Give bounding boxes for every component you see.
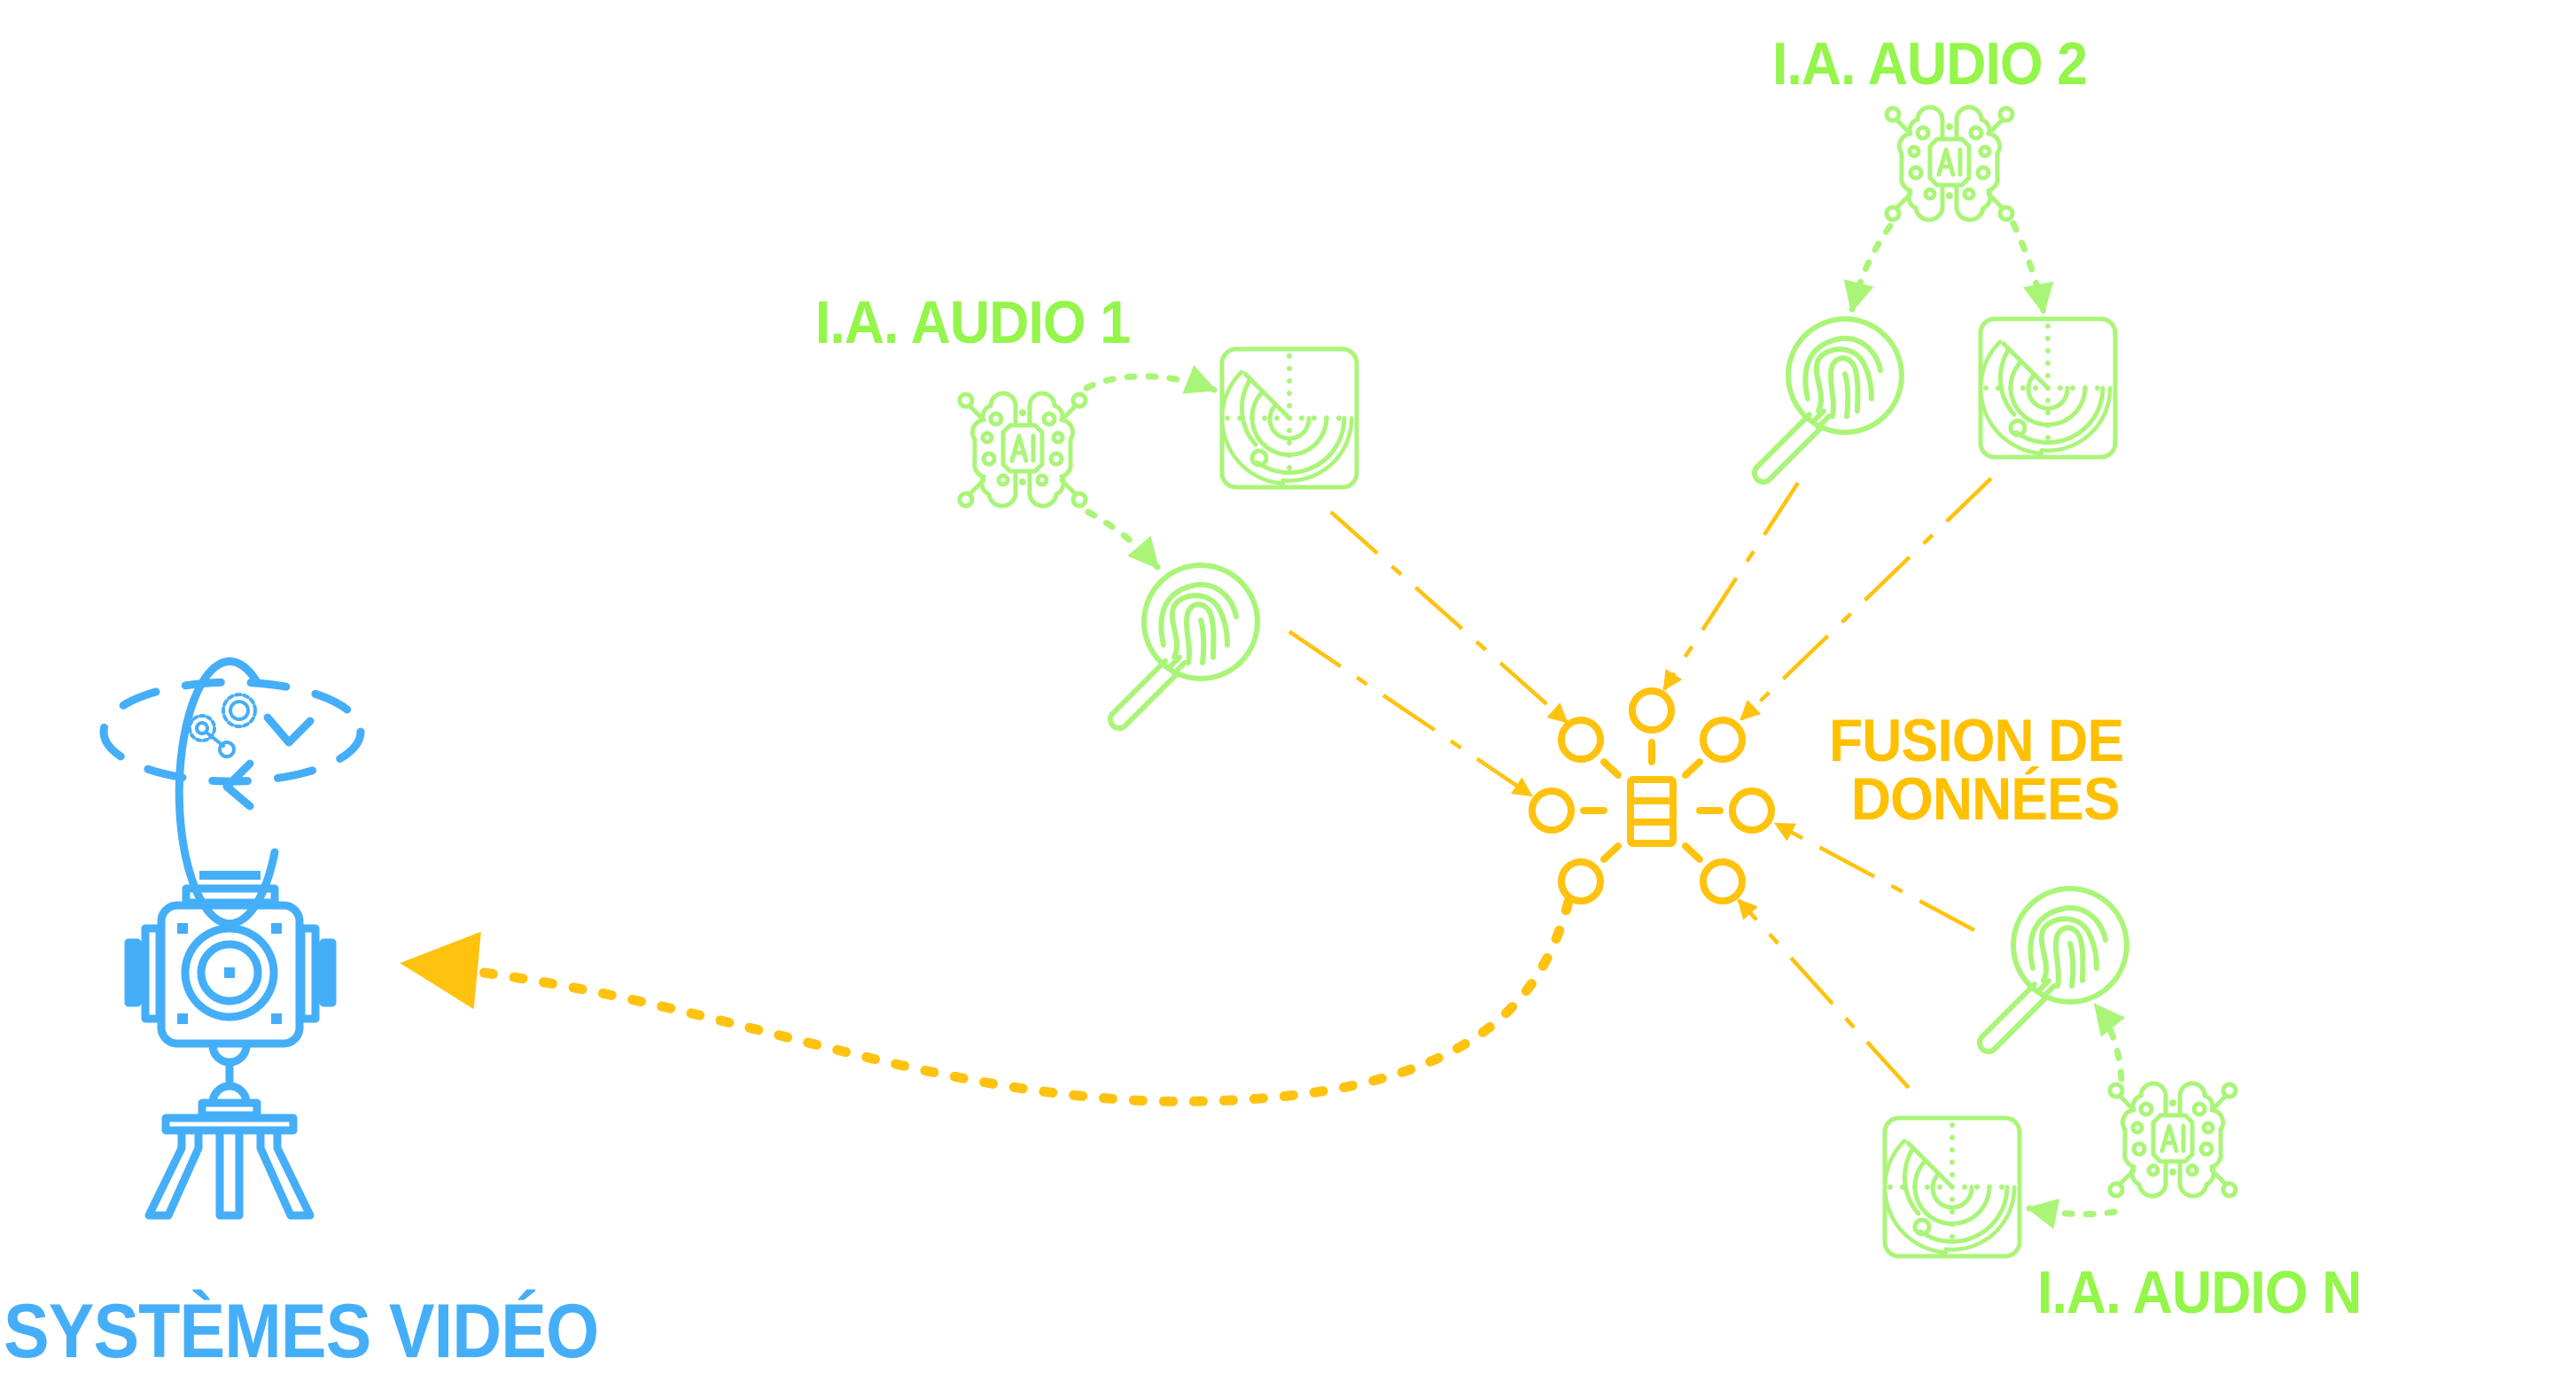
audio2-radar-to-fusion-arrow xyxy=(1739,477,1993,721)
database-icon xyxy=(1627,776,1677,847)
hub-node-upper-right xyxy=(1700,717,1746,763)
hub-node-right xyxy=(1729,788,1775,834)
ai-brain-icon xyxy=(1887,107,2012,220)
audio-ai-2-label: I.A. AUDIO 2 xyxy=(1772,30,2088,97)
fingerprint-search-icon xyxy=(1755,319,1902,482)
radar-icon xyxy=(1885,1118,2020,1256)
audio-ai-1-label: I.A. AUDIO 1 xyxy=(815,289,1131,356)
camera-body-icon xyxy=(124,871,337,1048)
audioN-radar-to-fusion-arrow xyxy=(1737,898,1911,1090)
data-fusion-label: FUSION DE DONNÉES xyxy=(1829,707,2124,833)
video-systems-label: SYSTÈMES VIDÉO xyxy=(4,1289,599,1374)
audio1-fingerprint-to-fusion-arrow xyxy=(1288,630,1533,797)
hub-node-top xyxy=(1629,687,1675,734)
fusion-to-video-arrow xyxy=(400,897,1574,1106)
audio-ai-n-label: I.A. AUDIO N xyxy=(2037,1259,2362,1326)
audio2-fingerprint-to-fusion-arrow xyxy=(1662,481,1800,691)
hub-node-upper-left xyxy=(1558,717,1604,763)
fingerprint-search-icon xyxy=(1980,889,2127,1052)
hub-node-lower-right xyxy=(1700,858,1746,904)
fingerprint-search-icon xyxy=(1110,565,1257,728)
data-fusion-label-line1: FUSION DE xyxy=(1829,707,2124,774)
audioN-fingerprint-to-fusion-arrow xyxy=(1774,822,1976,932)
radar-icon xyxy=(1222,349,1357,487)
hub-node-lower-left xyxy=(1558,858,1604,904)
radar-icon xyxy=(1981,319,2115,457)
brainN-to-fingerprintN-arrow xyxy=(2092,1002,2126,1083)
rotation-arrow-left-icon xyxy=(222,759,254,811)
brainN-to-radarN-arrow xyxy=(2026,1199,2118,1230)
hub-node-left xyxy=(1529,788,1575,834)
ai-brain-icon xyxy=(960,393,1086,506)
audio1-radar-to-fusion-arrow xyxy=(1329,510,1568,724)
brain1-to-fingerprint1-arrow xyxy=(1085,508,1161,571)
audio-ai-2-group xyxy=(1755,107,2115,482)
brain2-to-fingerprint2-arrow xyxy=(1843,222,1894,314)
audio-ai-n-group xyxy=(1885,889,2236,1256)
brain1-to-radar1-arrow xyxy=(1083,365,1218,394)
audio-ai-1-group xyxy=(960,349,1357,728)
video-camera-icon xyxy=(99,657,365,1220)
data-fusion-label-line2: DONNÉES xyxy=(1850,765,2121,833)
ai-brain-icon xyxy=(2110,1083,2236,1196)
brain2-to-radar2-arrow xyxy=(2010,220,2054,315)
tripod-icon xyxy=(144,1041,315,1220)
rotation-ring-vertical-icon xyxy=(175,657,279,928)
data-fusion-hub-icon xyxy=(1529,687,1775,904)
rotation-arrow-down-icon xyxy=(263,713,315,747)
gears-icon xyxy=(188,693,257,758)
